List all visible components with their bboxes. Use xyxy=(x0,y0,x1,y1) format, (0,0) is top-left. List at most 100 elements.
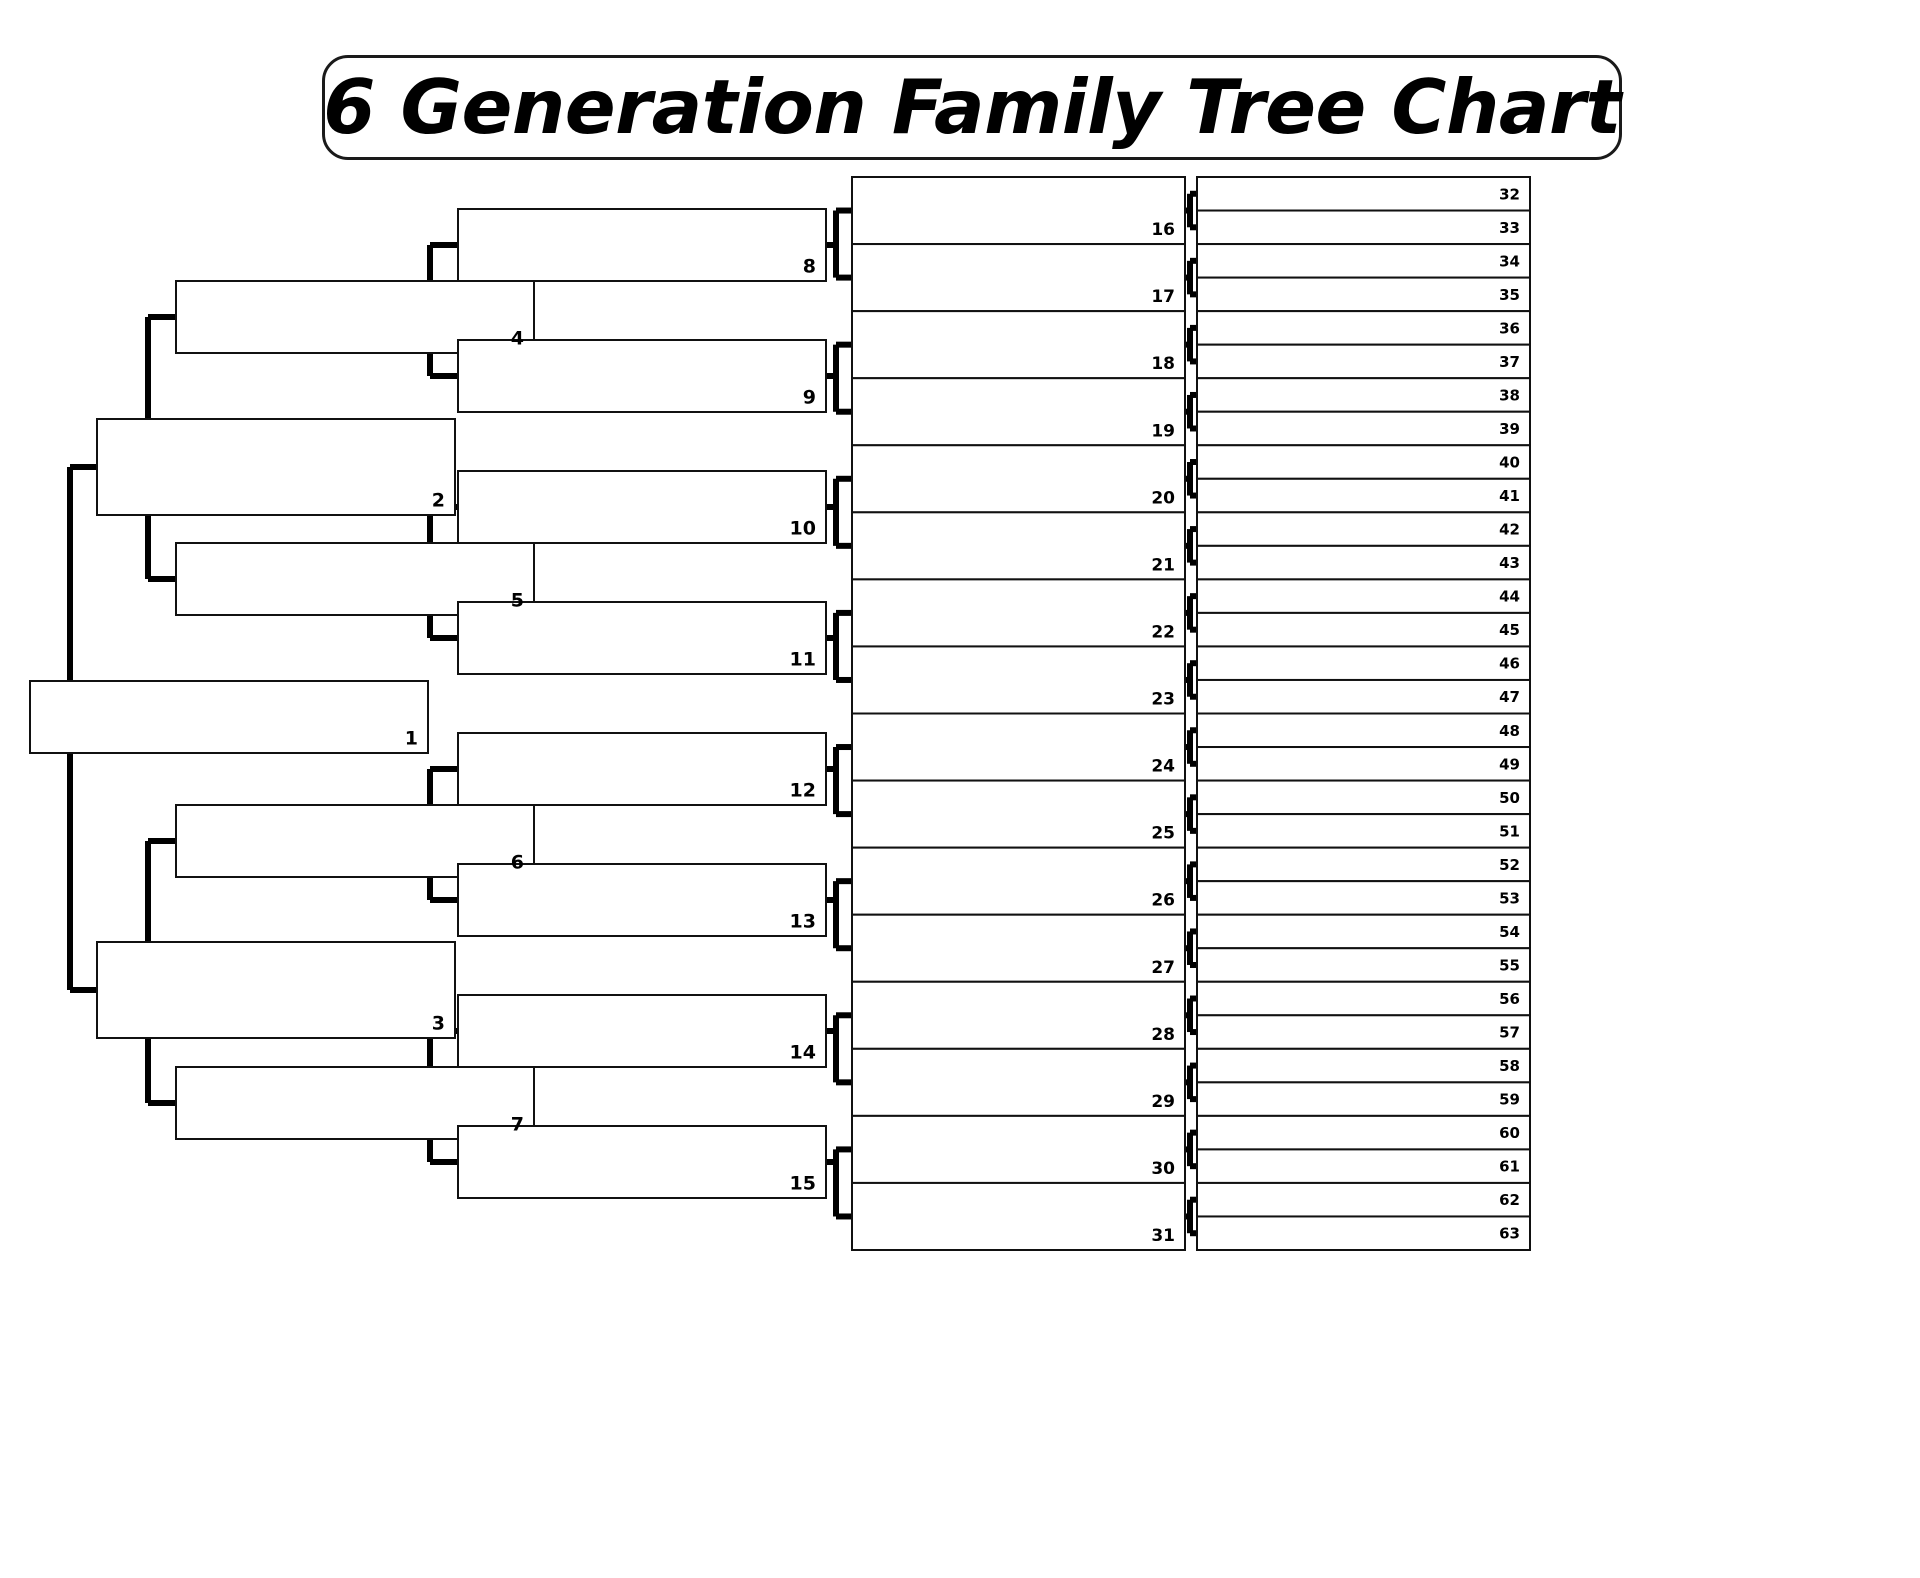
box-number-54: 54 xyxy=(1499,923,1520,941)
box-number-8: 8 xyxy=(803,256,816,278)
pedigree-box-37[interactable] xyxy=(1196,343,1531,380)
box-number-3: 3 xyxy=(432,1013,445,1035)
pedigree-box-61[interactable] xyxy=(1196,1148,1531,1184)
pedigree-box-6[interactable] xyxy=(175,804,535,878)
pedigree-box-26[interactable] xyxy=(851,846,1186,916)
pedigree-box-43[interactable] xyxy=(1196,544,1531,581)
box-number-24: 24 xyxy=(1151,757,1175,777)
box-number-9: 9 xyxy=(803,387,816,409)
pedigree-box-11[interactable] xyxy=(457,601,827,675)
pedigree-box-41[interactable] xyxy=(1196,477,1531,514)
pedigree-box-53[interactable] xyxy=(1196,880,1531,916)
box-number-21: 21 xyxy=(1151,555,1175,575)
pedigree-box-40[interactable] xyxy=(1196,444,1531,480)
box-number-49: 49 xyxy=(1499,755,1520,773)
box-number-38: 38 xyxy=(1499,386,1520,404)
pedigree-box-57[interactable] xyxy=(1196,1014,1531,1050)
pedigree-box-47[interactable] xyxy=(1196,678,1531,715)
pedigree-box-33[interactable] xyxy=(1196,209,1531,246)
pedigree-box-21[interactable] xyxy=(851,511,1186,581)
box-number-34: 34 xyxy=(1499,252,1520,270)
pedigree-box-17[interactable] xyxy=(851,243,1186,313)
box-number-6: 6 xyxy=(511,852,524,874)
box-number-10: 10 xyxy=(790,518,816,540)
pedigree-box-44[interactable] xyxy=(1196,578,1531,614)
pedigree-box-23[interactable] xyxy=(851,645,1186,715)
pedigree-box-63[interactable] xyxy=(1196,1215,1531,1251)
pedigree-box-48[interactable] xyxy=(1196,712,1531,749)
pedigree-box-16[interactable] xyxy=(851,176,1186,246)
pedigree-box-15[interactable] xyxy=(457,1125,827,1199)
box-number-18: 18 xyxy=(1151,354,1175,374)
box-number-42: 42 xyxy=(1499,521,1520,539)
pedigree-box-8[interactable] xyxy=(457,208,827,282)
pedigree-box-25[interactable] xyxy=(851,779,1186,849)
pedigree-box-56[interactable] xyxy=(1196,980,1531,1017)
pedigree-box-39[interactable] xyxy=(1196,410,1531,447)
box-number-45: 45 xyxy=(1499,621,1520,639)
box-number-60: 60 xyxy=(1499,1124,1520,1142)
pedigree-box-52[interactable] xyxy=(1196,846,1531,883)
box-number-25: 25 xyxy=(1151,824,1175,844)
pedigree-box-3[interactable] xyxy=(96,941,456,1039)
box-number-7: 7 xyxy=(511,1114,524,1136)
pedigree-box-2[interactable] xyxy=(96,418,456,516)
box-number-62: 62 xyxy=(1499,1191,1520,1209)
box-number-61: 61 xyxy=(1499,1158,1520,1176)
box-number-46: 46 xyxy=(1499,655,1520,673)
pedigree-box-32[interactable] xyxy=(1196,176,1531,212)
pedigree-box-58[interactable] xyxy=(1196,1047,1531,1084)
pedigree-box-42[interactable] xyxy=(1196,511,1531,547)
pedigree-box-60[interactable] xyxy=(1196,1114,1531,1151)
pedigree-box-54[interactable] xyxy=(1196,913,1531,950)
pedigree-box-62[interactable] xyxy=(1196,1181,1531,1218)
box-number-48: 48 xyxy=(1499,722,1520,740)
pedigree-box-55[interactable] xyxy=(1196,947,1531,983)
pedigree-box-12[interactable] xyxy=(457,732,827,806)
pedigree-box-29[interactable] xyxy=(851,1047,1186,1117)
page-title: 6 Generation Family Tree Chart xyxy=(323,63,1621,151)
pedigree-box-9[interactable] xyxy=(457,339,827,413)
box-number-5: 5 xyxy=(511,590,524,612)
pedigree-box-24[interactable] xyxy=(851,712,1186,782)
box-number-22: 22 xyxy=(1151,622,1175,642)
box-number-56: 56 xyxy=(1499,990,1520,1008)
pedigree-box-27[interactable] xyxy=(851,913,1186,983)
pedigree-box-46[interactable] xyxy=(1196,645,1531,681)
pedigree-box-30[interactable] xyxy=(851,1114,1186,1184)
pedigree-box-13[interactable] xyxy=(457,863,827,937)
pedigree-box-38[interactable] xyxy=(1196,377,1531,413)
pedigree-box-22[interactable] xyxy=(851,578,1186,648)
box-number-20: 20 xyxy=(1151,488,1175,508)
box-number-40: 40 xyxy=(1499,454,1520,472)
pedigree-box-59[interactable] xyxy=(1196,1081,1531,1117)
pedigree-box-31[interactable] xyxy=(851,1181,1186,1251)
box-number-13: 13 xyxy=(790,911,816,933)
pedigree-box-1[interactable] xyxy=(29,680,429,754)
pedigree-box-45[interactable] xyxy=(1196,611,1531,648)
box-number-53: 53 xyxy=(1499,889,1520,907)
pedigree-box-14[interactable] xyxy=(457,994,827,1068)
chart-title-frame: 6 Generation Family Tree Chart xyxy=(322,55,1622,160)
pedigree-box-51[interactable] xyxy=(1196,813,1531,849)
box-number-50: 50 xyxy=(1499,789,1520,807)
box-number-63: 63 xyxy=(1499,1225,1520,1243)
pedigree-box-18[interactable] xyxy=(851,310,1186,380)
pedigree-box-34[interactable] xyxy=(1196,243,1531,279)
pedigree-box-19[interactable] xyxy=(851,377,1186,447)
box-number-23: 23 xyxy=(1151,690,1175,710)
pedigree-box-20[interactable] xyxy=(851,444,1186,514)
box-number-39: 39 xyxy=(1499,420,1520,438)
pedigree-box-35[interactable] xyxy=(1196,276,1531,313)
pedigree-box-10[interactable] xyxy=(457,470,827,544)
pedigree-box-36[interactable] xyxy=(1196,310,1531,346)
box-number-30: 30 xyxy=(1151,1159,1175,1179)
box-number-1: 1 xyxy=(405,728,418,750)
box-number-2: 2 xyxy=(432,490,445,512)
pedigree-box-28[interactable] xyxy=(851,980,1186,1050)
box-number-17: 17 xyxy=(1151,287,1175,307)
box-number-35: 35 xyxy=(1499,286,1520,304)
pedigree-box-50[interactable] xyxy=(1196,779,1531,816)
box-number-41: 41 xyxy=(1499,487,1520,505)
pedigree-box-49[interactable] xyxy=(1196,746,1531,782)
